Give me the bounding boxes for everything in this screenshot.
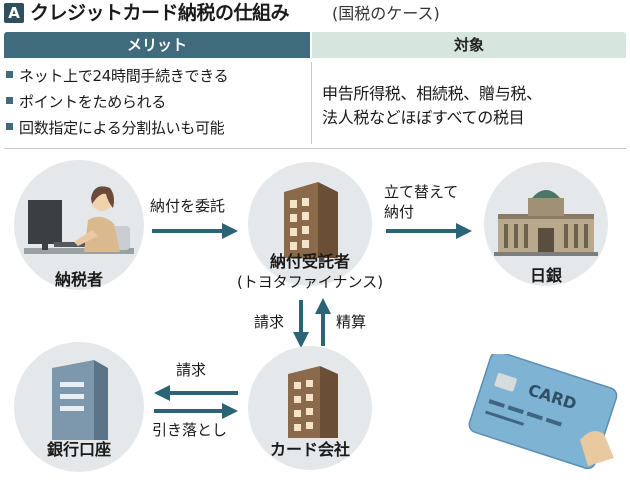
bullet-icon [6,71,13,78]
figure-badge: A [4,3,24,23]
arrow-right-icon [154,403,238,419]
arrow-right-icon [386,223,472,239]
building-icon [284,182,338,258]
taxpayer-circle [14,160,144,290]
bank-of-japan-icon [494,190,598,256]
merit-text: 回数指定による分割払いも可能 [19,119,225,137]
credit-card-icon: CARD [468,354,618,470]
arrow-down-icon [293,300,309,348]
claim-label: 請求 [254,313,285,331]
table-bottom-line [4,148,626,149]
merit-item: ポイントをためられる [6,92,166,112]
bank-claim-label: 請求 [176,361,207,379]
merit-text: ネット上で24時間手続きできる [19,67,229,85]
target-line: 法人税などほぼすべての税目 [322,108,525,127]
agent-label: 納付受託者 [269,252,350,271]
arrow-right-icon [152,223,238,239]
bullet-icon [6,97,13,104]
person-at-computer-icon [24,186,134,254]
page-subtitle: (国税のケース) [332,4,440,23]
bullet-icon [6,123,13,130]
bank-account-circle [14,342,144,472]
boj-label: 日銀 [529,266,562,285]
agent-circle [248,162,372,286]
merit-item: 回数指定による分割払いも可能 [6,118,225,138]
merit-text: ポイントをためられる [19,93,167,111]
office-building-icon [288,366,338,438]
table-divider [311,62,312,144]
page-title: クレジットカード納税の仕組み [30,2,290,24]
target-line: 申告所得税、相続税、贈与税、 [322,84,542,103]
debit-label: 引き落とし [152,421,228,439]
target-header: 対象 [312,32,626,58]
card-company-circle [248,346,372,470]
bank-account-label: 銀行口座 [46,440,111,459]
card-company-label: カード会社 [269,440,350,459]
bank-building-icon [52,360,108,440]
boj-circle [484,162,608,286]
settle-label: 精算 [336,313,367,331]
taxpayer-label: 納税者 [54,270,103,289]
advance-label-2: 納付 [384,203,415,221]
merit-item: ネット上で24時間手続きできる [6,66,229,86]
merit-header: メリット [4,32,310,58]
advance-label-1: 立て替えて [384,183,459,201]
arrow-up-icon [315,298,331,346]
arrow-left-icon [154,385,238,401]
agent-sublabel: (トヨタファイナンス) [236,273,384,291]
entrust-label: 納付を委託 [150,197,226,215]
